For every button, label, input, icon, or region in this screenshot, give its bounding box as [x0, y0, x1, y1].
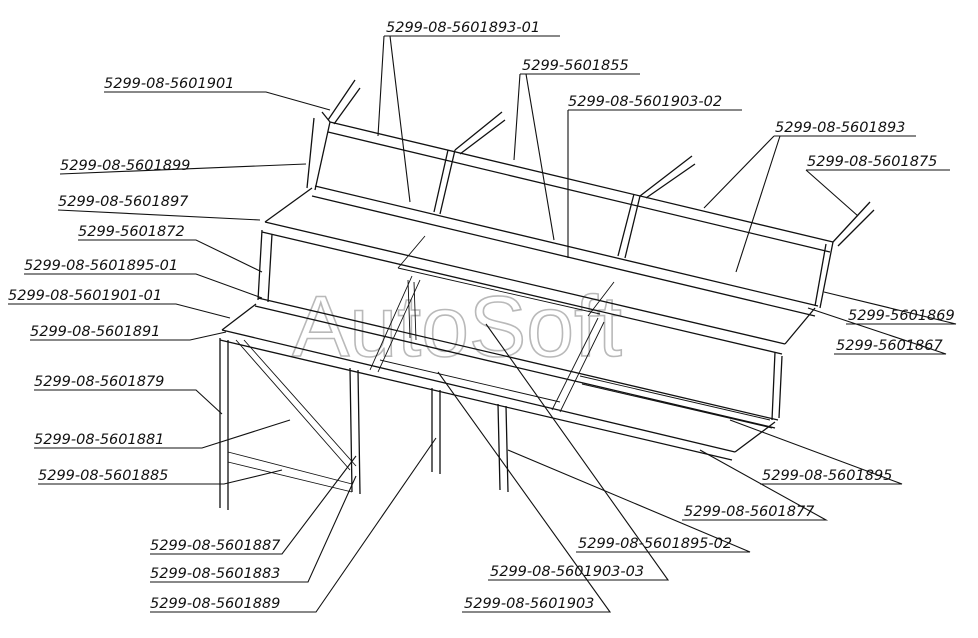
label-5299-08-5601895-02: 5299-08-5601895-02	[578, 536, 732, 552]
label-5299-5601855: 5299-5601855	[522, 58, 629, 74]
label-5299-08-5601895-01: 5299-08-5601895-01	[24, 258, 178, 274]
label-5299-08-5601877: 5299-08-5601877	[684, 504, 815, 520]
part-labels: 5299-08-5601893-01 5299-5601855 5299-08-…	[8, 20, 955, 612]
label-5299-5601872: 5299-5601872	[78, 224, 185, 240]
frame-structure	[219, 79, 875, 510]
label-5299-08-5601887: 5299-08-5601887	[150, 538, 281, 554]
label-5299-08-5601903: 5299-08-5601903	[464, 596, 594, 612]
label-5299-08-5601899: 5299-08-5601899	[60, 158, 190, 174]
label-5299-08-5601893: 5299-08-5601893	[775, 120, 905, 136]
label-5299-08-5601895: 5299-08-5601895	[762, 468, 892, 484]
label-5299-08-5601901-01: 5299-08-5601901-01	[8, 288, 162, 304]
label-5299-08-5601891: 5299-08-5601891	[30, 324, 160, 340]
label-5299-5601869: 5299-5601869	[848, 308, 955, 324]
label-5299-08-5601903-02: 5299-08-5601903-02	[568, 94, 722, 110]
label-5299-5601867: 5299-5601867	[836, 338, 943, 354]
label-5299-08-5601889: 5299-08-5601889	[150, 596, 280, 612]
label-5299-08-5601901: 5299-08-5601901	[104, 76, 234, 92]
label-5299-08-5601893-01: 5299-08-5601893-01	[386, 20, 540, 36]
watermark: AutoSoft	[292, 279, 622, 375]
label-5299-08-5601879: 5299-08-5601879	[34, 374, 164, 390]
leader-lines	[8, 35, 957, 613]
label-5299-08-5601885: 5299-08-5601885	[38, 468, 168, 484]
label-5299-08-5601881: 5299-08-5601881	[34, 432, 164, 448]
label-5299-08-5601883: 5299-08-5601883	[150, 566, 280, 582]
label-5299-08-5601897: 5299-08-5601897	[58, 194, 189, 210]
label-5299-08-5601903-03: 5299-08-5601903-03	[490, 564, 644, 580]
label-5299-08-5601875: 5299-08-5601875	[807, 154, 937, 170]
